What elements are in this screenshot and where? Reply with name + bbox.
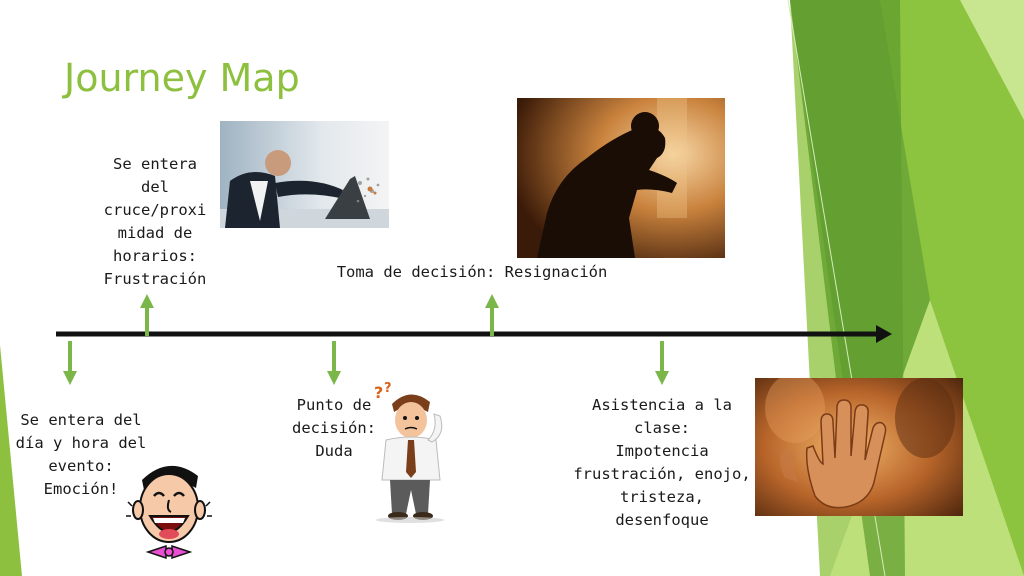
page-title: Journey Map [64, 56, 300, 100]
arrow-up-2 [140, 294, 154, 336]
timeline-arrowhead [876, 325, 892, 343]
event-label-duda: Punto de decisión: Duda [292, 396, 376, 460]
arrow-down-1 [63, 341, 77, 385]
confused-man-icon: ? ? [374, 381, 444, 523]
resigned-person-photo [517, 98, 725, 258]
svg-text:?: ? [384, 381, 392, 396]
event-label-cruce: Se entera del cruce/proxi midad de horar… [103, 155, 207, 288]
stop-hand-photo [755, 378, 963, 516]
event-label-resignacion: Toma de decisión: Resignación [336, 263, 608, 281]
event-label-fecha: Se entera del día y hora del evento: Emo… [15, 411, 147, 498]
laughing-face-icon [126, 465, 212, 560]
arrow-down-3 [327, 341, 341, 385]
arrow-down-5 [655, 341, 669, 385]
arrow-up-4 [485, 294, 499, 336]
svg-text:?: ? [374, 383, 383, 402]
frustrated-laptop-photo [220, 121, 389, 228]
event-label-asistencia: Asistencia a la clase: Impotencia frustr… [573, 396, 751, 529]
